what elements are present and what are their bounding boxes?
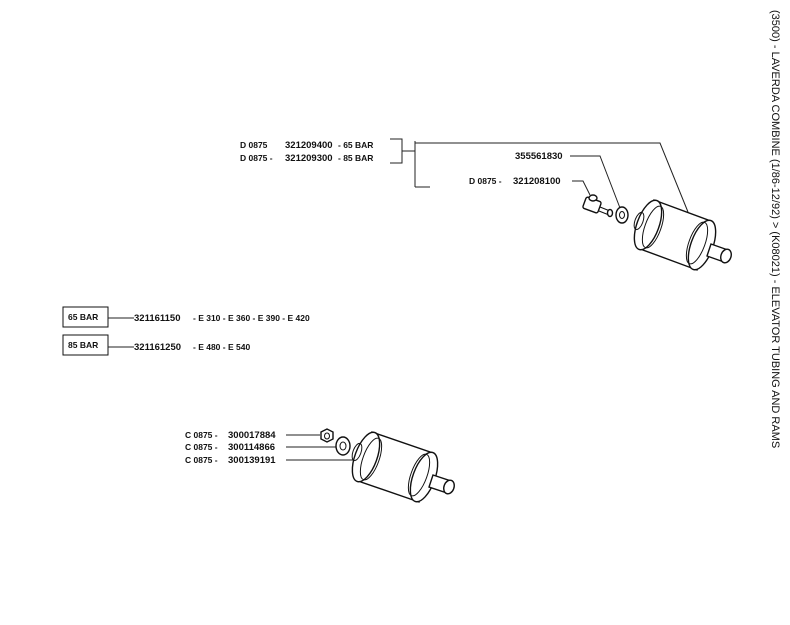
upper-row1-part: 321209400 xyxy=(285,140,333,151)
upper-cylinder-drawing xyxy=(633,199,732,271)
upper-row1-pressure: - 65 BAR xyxy=(338,140,373,150)
lower-row3-part: 300139191 xyxy=(228,455,276,466)
lower-row2-prefix: C 0875 - xyxy=(185,442,218,452)
upper-seal-leader xyxy=(570,155,621,209)
legend-models-65: - E 310 - E 360 - E 390 - E 420 xyxy=(193,313,310,323)
upper-row1-prefix: D 0875 xyxy=(240,140,268,150)
upper-seal-part: 355561830 xyxy=(515,151,563,162)
legend-part-85: 321161250 xyxy=(134,342,181,353)
legend-badge-85 xyxy=(62,334,109,356)
upper-fitting-drawing xyxy=(582,194,614,218)
lower-cylinder-drawing xyxy=(351,431,455,503)
upper-row2-part: 321209300 xyxy=(285,153,333,164)
legend-badge-85-text: 85 BAR xyxy=(68,340,98,350)
upper-row2-prefix: D 0875 - xyxy=(240,153,273,163)
lower-nut-drawing xyxy=(320,428,334,443)
upper-washer-drawing xyxy=(615,206,629,224)
upper-bracket xyxy=(390,138,415,164)
upper-fitting-leader xyxy=(572,180,591,196)
lower-assembly: C 0875 - 300017884 C 0875 - 300114866 C … xyxy=(185,428,455,503)
lower-washer-drawing xyxy=(335,436,351,456)
upper-assembly: D 0875 321209400 - 65 BAR D 0875 - 32120… xyxy=(240,138,732,271)
upper-row2-pressure: - 85 BAR xyxy=(338,153,373,163)
legend-models-85: - E 480 - E 540 xyxy=(193,342,250,352)
upper-fitting-part: 321208100 xyxy=(513,176,561,187)
page-title: (3500) - LAVERDA COMBINE (1/86-12/92) > … xyxy=(769,10,781,448)
legend-badge-65-text: 65 BAR xyxy=(68,312,98,322)
lower-row1-prefix: C 0875 - xyxy=(185,430,218,440)
lower-row3-prefix: C 0875 - xyxy=(185,455,218,465)
legend-part-65: 321161150 xyxy=(134,313,181,324)
lower-row2-part: 300114866 xyxy=(228,442,275,453)
pressure-legend: 65 BAR 321161150 - E 310 - E 360 - E 390… xyxy=(62,306,310,356)
upper-fitting-prefix: D 0875 - xyxy=(469,176,502,186)
lower-row1-part: 300017884 xyxy=(228,430,276,441)
legend-badge-65 xyxy=(62,306,109,328)
upper-leader-cylinder xyxy=(414,141,689,213)
